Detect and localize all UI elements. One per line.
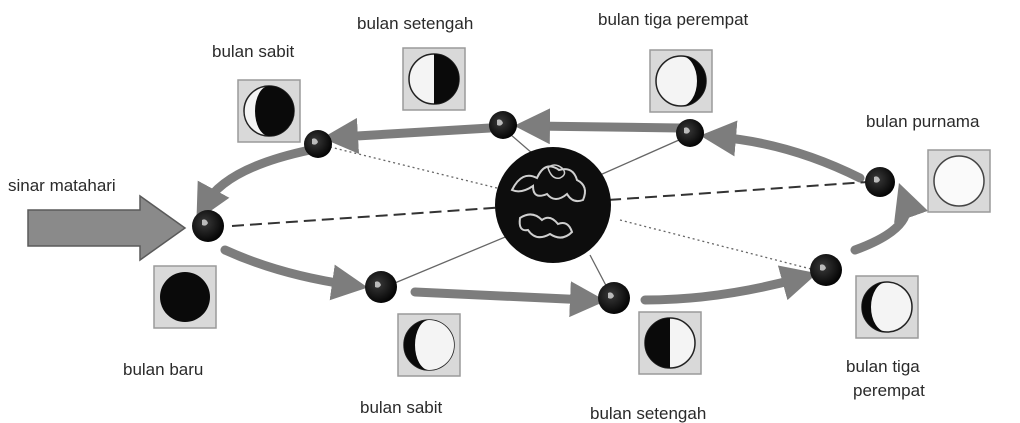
moon-crescent-upper-position: [304, 130, 332, 158]
label-half-upper: bulan setengah: [357, 14, 473, 33]
label-three-quarter-lower-line2: perempat: [853, 381, 925, 400]
phase-icon-crescent-upper: [237, 79, 301, 143]
orbit-arrows: [196, 108, 928, 318]
label-sunlight: sinar matahari: [8, 176, 116, 195]
phase-icon-half-upper: [402, 47, 466, 111]
phase-icon-half-lower: [638, 311, 702, 375]
moon-three-quarter-upper-position: [676, 119, 704, 147]
phase-icon-full-moon: [927, 149, 991, 213]
label-half-lower: bulan setengah: [590, 404, 706, 423]
label-crescent-upper: bulan sabit: [212, 42, 295, 61]
label-three-quarter-lower-line1: bulan tiga: [846, 357, 920, 376]
moon-half-lower-position: [598, 282, 630, 314]
sunlight-arrow: [27, 194, 187, 262]
earth: [495, 147, 611, 263]
orbit-moons: [192, 111, 895, 314]
moon-three-quarter-lower-position: [810, 254, 842, 286]
alignment-dashed-line: [231, 181, 869, 227]
moon-new-position: [192, 210, 224, 242]
phase-icon-three-quarter-upper: [649, 49, 713, 113]
label-three-quarter-upper: bulan tiga perempat: [598, 10, 749, 29]
label-crescent-lower: bulan sabit: [360, 398, 443, 417]
moon-half-upper-position: [489, 111, 517, 139]
phase-icon-new-moon: [153, 265, 217, 329]
label-new-moon: bulan baru: [123, 360, 203, 379]
moon-crescent-lower-position: [365, 271, 397, 303]
phase-icon-three-quarter-lower: [855, 275, 919, 339]
label-full-moon: bulan purnama: [866, 112, 980, 131]
moon-full-position: [865, 167, 895, 197]
phase-icon-crescent-lower: [397, 313, 461, 377]
